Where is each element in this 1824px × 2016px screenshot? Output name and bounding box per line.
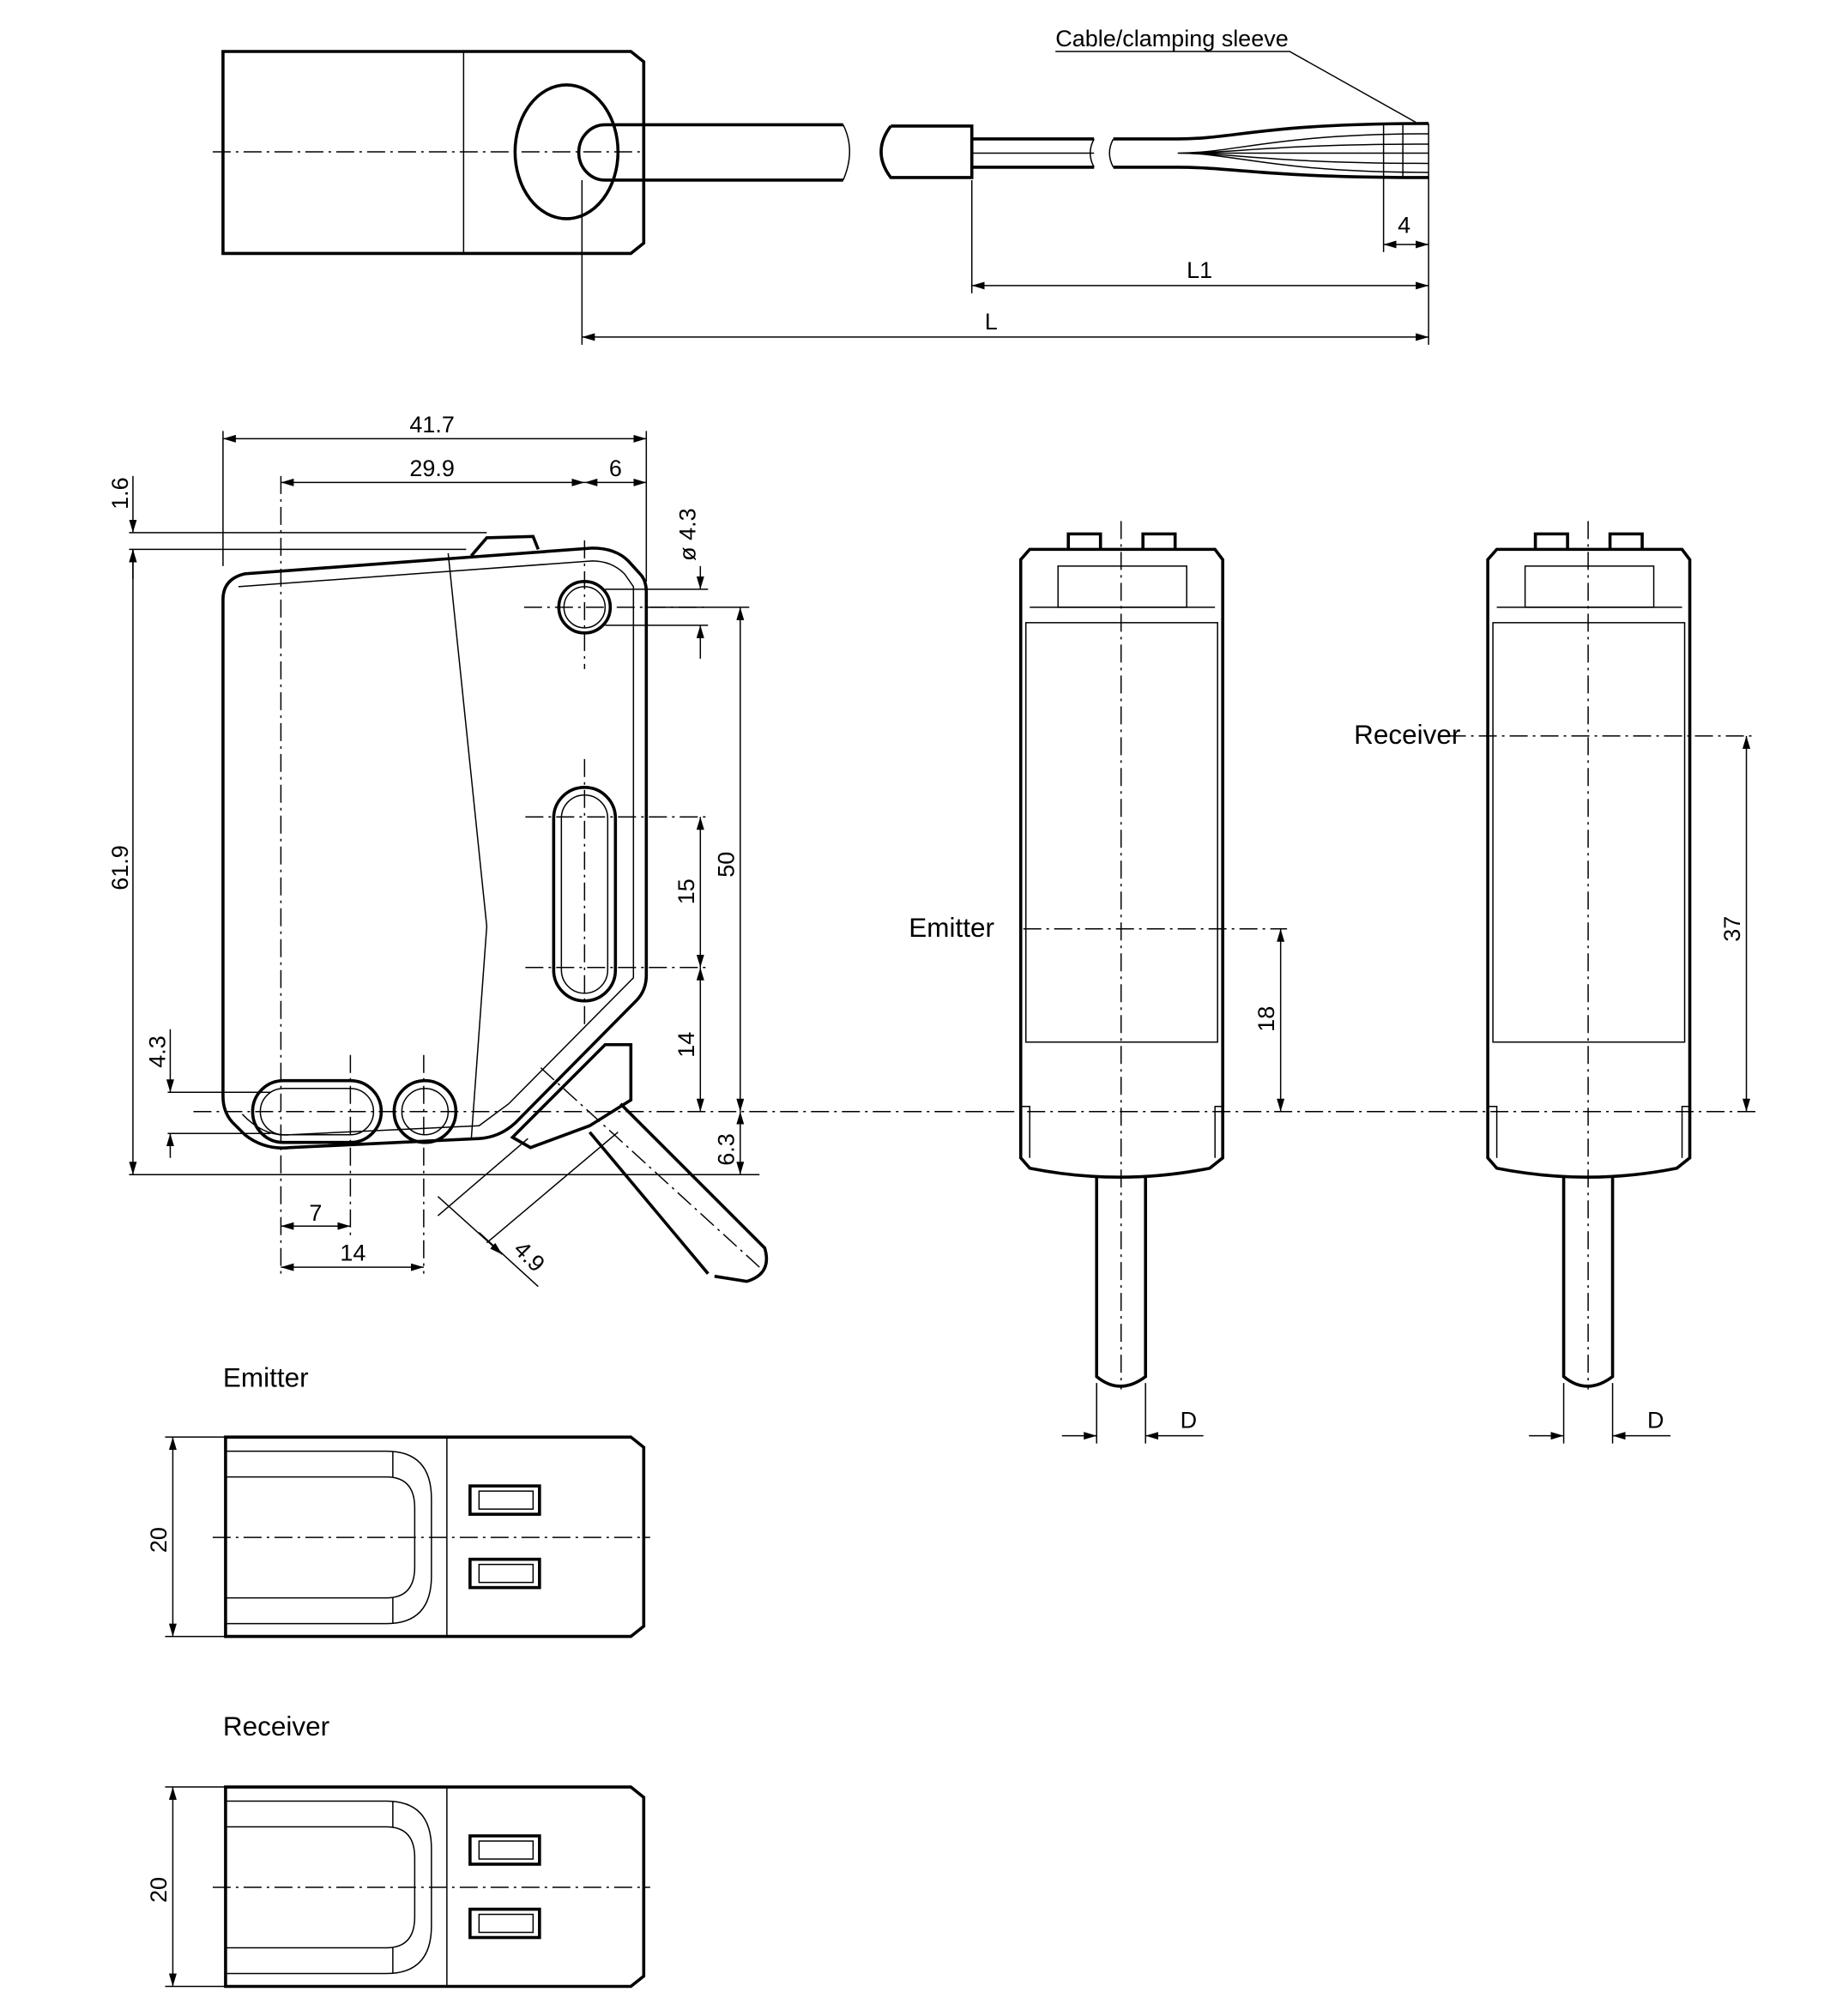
dim-50: 50 (713, 852, 739, 878)
dim-6-3: 6.3 (713, 1133, 739, 1166)
label-receiver: Receiver (1354, 719, 1460, 750)
dim-D-emitter: D (1181, 1408, 1198, 1434)
top-view: Cable/clamping sleeve 4 L1 L (212, 26, 1429, 345)
dim-14-vertical: 14 (673, 1032, 699, 1058)
front-view-receiver: Receiver 37 D (1354, 521, 1757, 1444)
dim-20-receiver: 20 (146, 1877, 172, 1903)
dim-41-7: 41.7 (409, 412, 455, 438)
front-view-emitter: Emitter 18 D (909, 521, 1288, 1444)
label-emitter: Emitter (909, 912, 994, 943)
dim-hole-diameter: ø 4.3 (674, 508, 700, 561)
bottom-view-receiver: Receiver 20 (146, 1711, 650, 1989)
title-emitter: Emitter (223, 1362, 309, 1393)
dim-7: 7 (309, 1200, 322, 1226)
side-view: 41.7 29.9 6 1.6 ø 4.3 61.9 50 15 14 4.3 … (107, 412, 1757, 1288)
dim-L: L (985, 309, 998, 335)
dim-18: 18 (1253, 1006, 1279, 1032)
dim-L1: L1 (1187, 257, 1212, 283)
dim-29-9: 29.9 (409, 456, 455, 481)
dim-20-emitter: 20 (146, 1527, 172, 1553)
dim-4-9: 4.9 (509, 1236, 550, 1277)
dim-14-horizontal: 14 (340, 1240, 365, 1266)
dim-6: 6 (609, 456, 622, 481)
label-cable-clamping-sleeve: Cable/clamping sleeve (1055, 26, 1289, 51)
dim-37: 37 (1719, 916, 1745, 942)
dim-4: 4 (1398, 212, 1410, 238)
dim-4-3: 4.3 (144, 1035, 170, 1068)
dim-D-receiver: D (1647, 1408, 1664, 1434)
title-receiver: Receiver (223, 1711, 329, 1741)
dim-15: 15 (673, 878, 699, 904)
bottom-view-emitter: Emitter 20 (146, 1362, 650, 1639)
dim-61-9: 61.9 (107, 845, 133, 890)
dim-1-6: 1.6 (107, 477, 133, 510)
